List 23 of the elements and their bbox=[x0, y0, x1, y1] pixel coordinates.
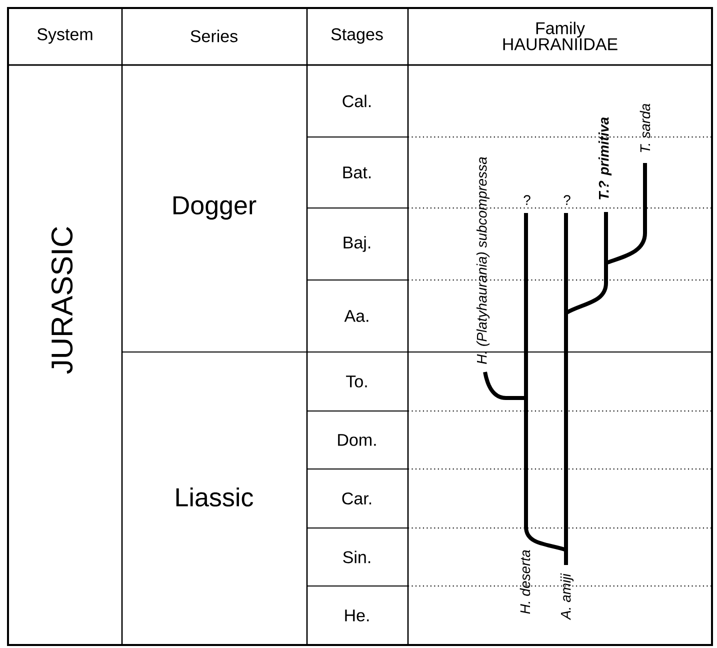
stage-label: Cal. bbox=[342, 94, 371, 108]
column-header: System bbox=[37, 28, 92, 44]
column-header: Series bbox=[190, 30, 238, 42]
taxon-label: H. (Platyhaurania) subcompressa bbox=[476, 157, 490, 364]
question-mark: ? bbox=[524, 195, 530, 205]
stage-label: Car. bbox=[342, 492, 372, 505]
stage-label: Aa. bbox=[344, 310, 368, 322]
stage-label: Bat. bbox=[343, 166, 371, 178]
stage-label: Baj. bbox=[344, 236, 370, 252]
series-label: Dogger bbox=[174, 196, 256, 220]
stage-label: He. bbox=[345, 610, 369, 622]
stage-label: To. bbox=[346, 376, 367, 388]
column-header: Stages bbox=[331, 28, 383, 44]
system-label: JURASSIC bbox=[51, 226, 73, 374]
stage-label: Dom. bbox=[338, 434, 376, 446]
series-label: Liassic bbox=[176, 487, 254, 507]
taxon-label: T.? primitiva bbox=[598, 117, 612, 200]
taxon-label: A. amiji bbox=[560, 573, 574, 620]
column-header: Family HAURANIIDAE bbox=[503, 22, 618, 50]
taxon-label: T. sarda bbox=[640, 104, 650, 152]
taxon-label: H. deserta bbox=[520, 550, 530, 614]
question-mark: ? bbox=[564, 195, 570, 205]
stage-label: Sin. bbox=[343, 550, 370, 564]
